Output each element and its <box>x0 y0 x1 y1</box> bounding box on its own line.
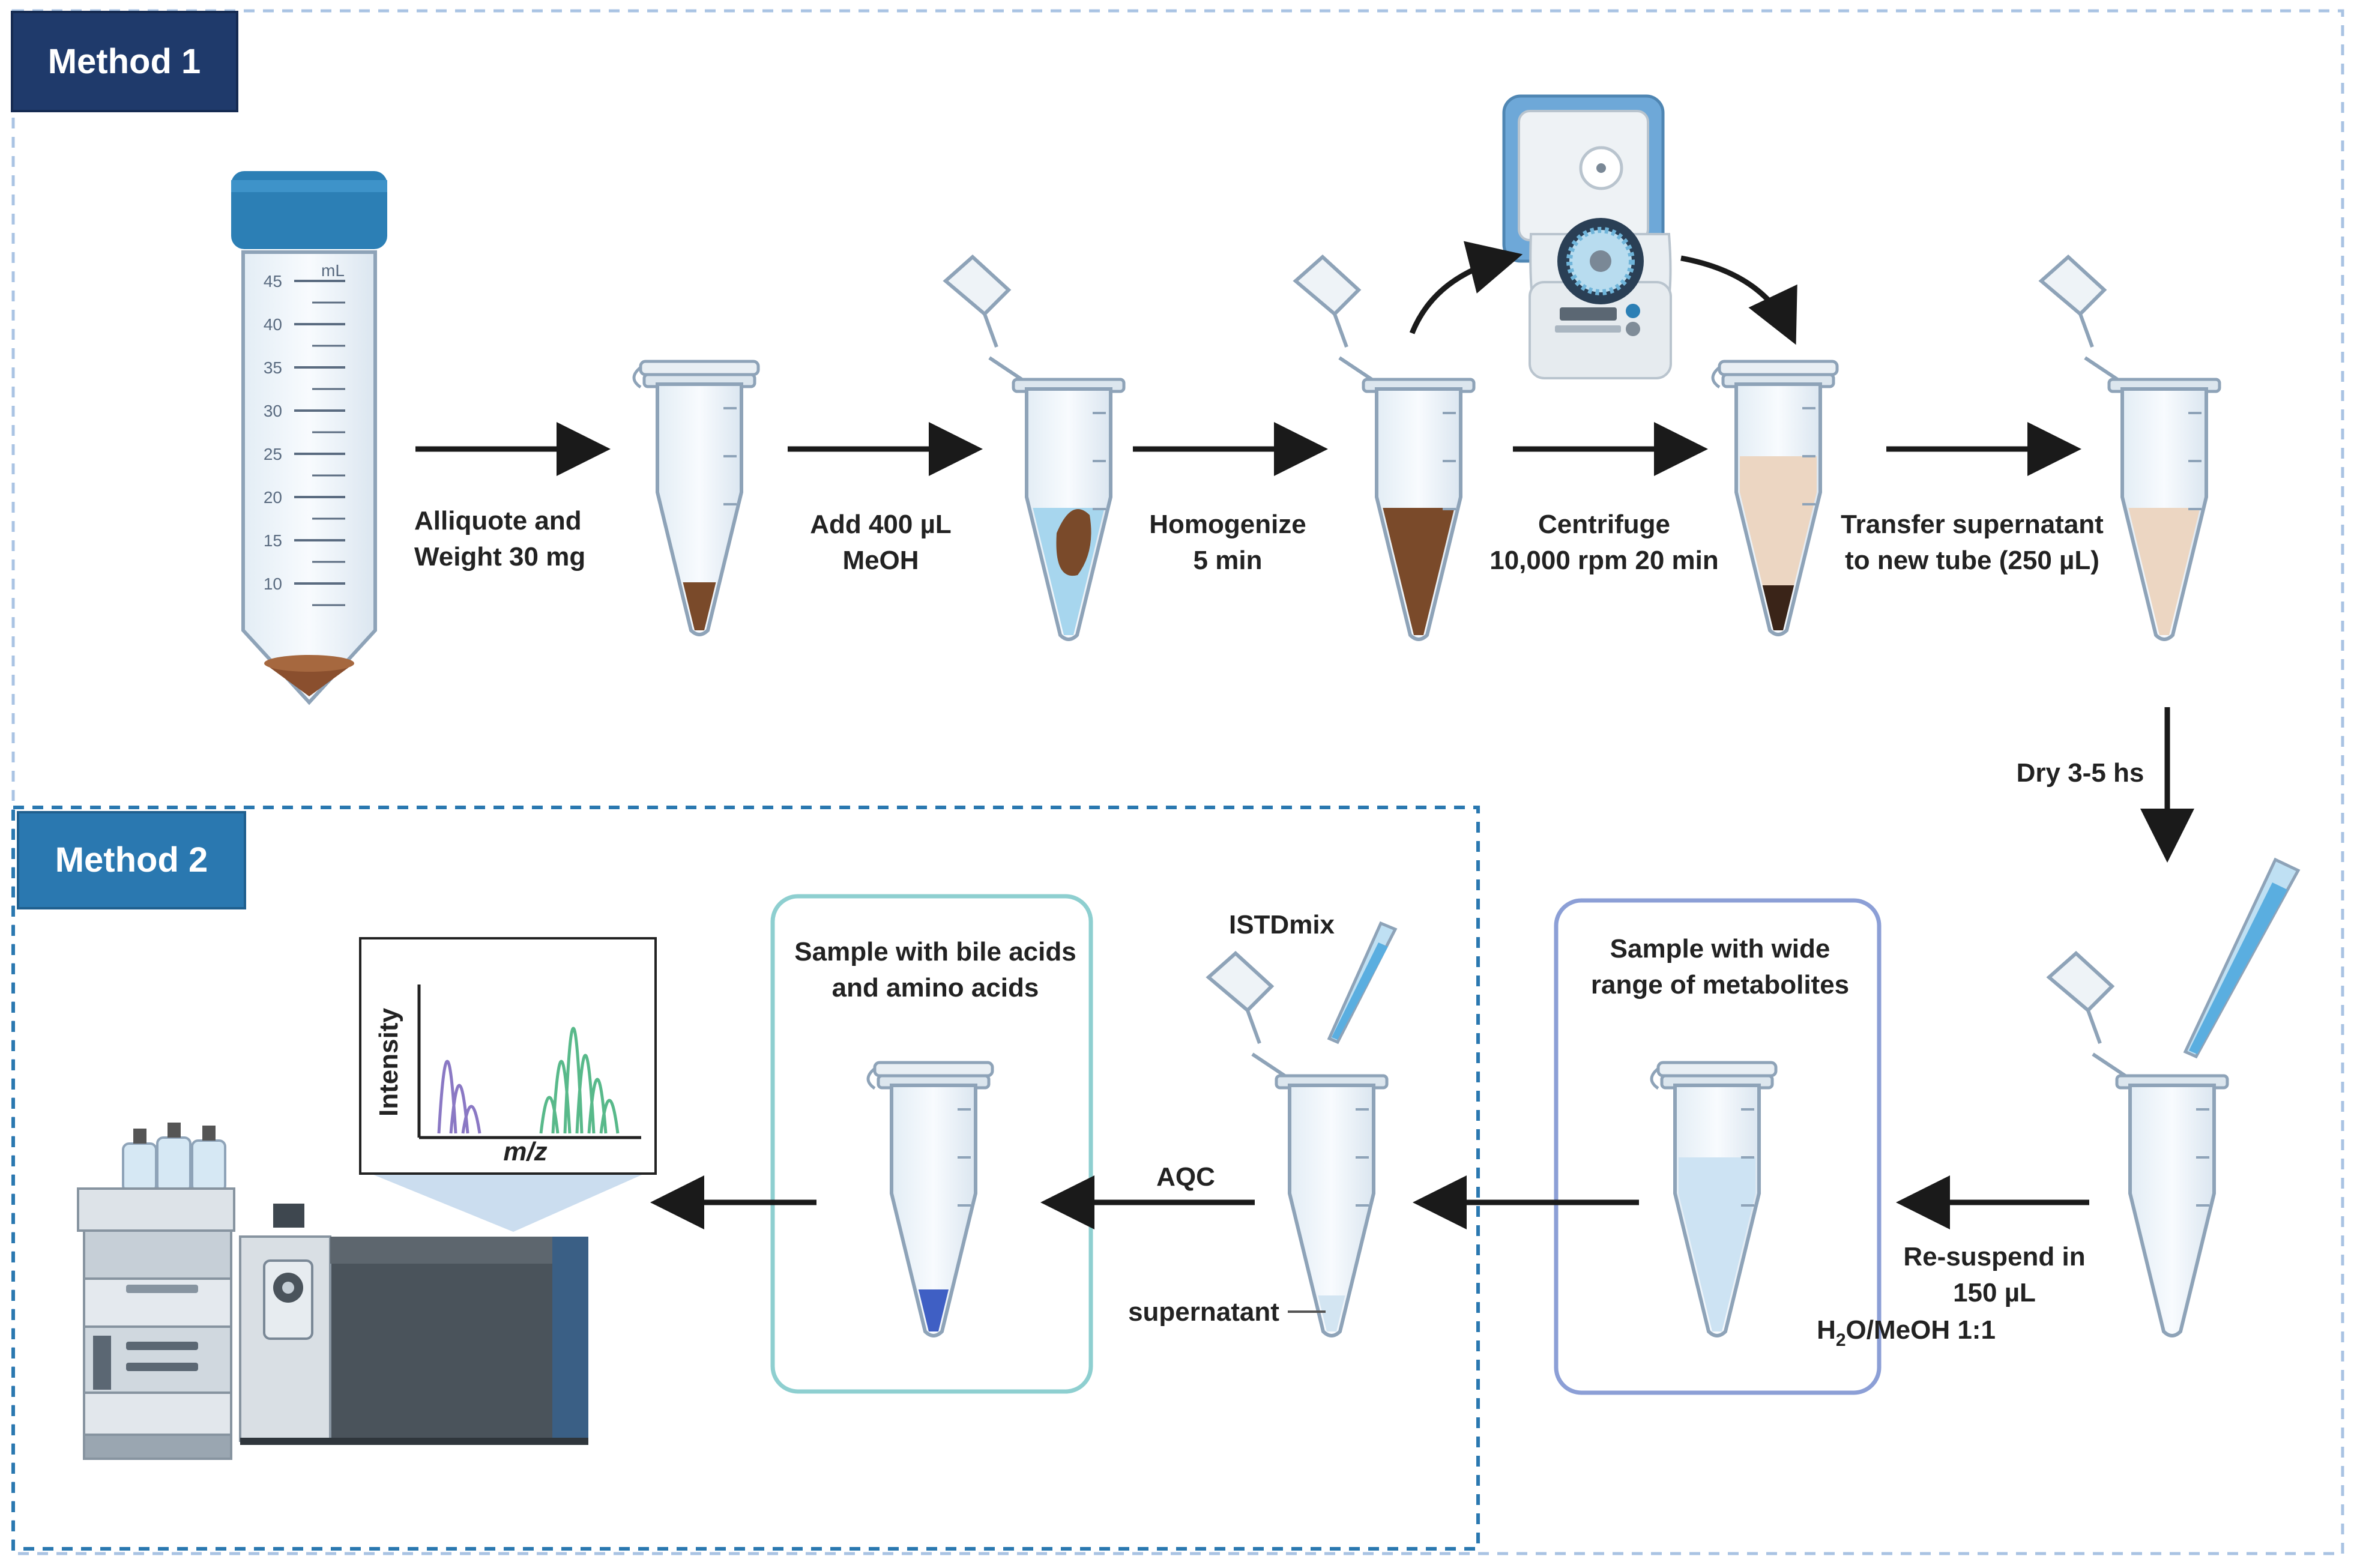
tube-lid <box>1206 950 1275 1013</box>
lcms-instrument <box>77 1123 588 1460</box>
arrow-from-centrifuge <box>1680 255 1797 345</box>
falcon-tick-label: 25 <box>264 445 282 463</box>
tube-lid <box>639 360 760 376</box>
pipette-istd <box>1327 921 1398 1045</box>
arrows-layer <box>415 422 2194 1229</box>
spectrum-ylabel: Intensity <box>374 1008 403 1117</box>
tube-centrifuged <box>1711 360 1839 636</box>
tube-wide-range <box>1650 1061 1778 1337</box>
tube-lid <box>943 254 1012 317</box>
falcon-tick-label: 10 <box>264 574 282 593</box>
tube-transfer <box>2038 254 2221 641</box>
tube-contents <box>918 1289 949 1331</box>
spectrum-peaks-green <box>539 1027 620 1134</box>
tube-lid <box>1656 1061 1778 1078</box>
solvent-bottles <box>122 1123 226 1193</box>
tube-add-meoh <box>943 254 1126 641</box>
spectrum-panel: Intensity m/z <box>359 937 657 1232</box>
method2-border <box>11 806 1480 1551</box>
wide-range-box <box>1554 898 1882 1395</box>
tube-lid <box>1718 360 1839 376</box>
tube-contents <box>1740 456 1817 585</box>
tube-resuspend <box>2046 950 2229 1337</box>
tube-lid <box>2038 254 2107 317</box>
method1-border <box>11 9 2344 1555</box>
falcon-scale: 45 40 35 30 25 20 15 10 <box>264 272 345 606</box>
bile-amino-box <box>770 894 1093 1394</box>
falcon-tick-label: 40 <box>264 315 282 334</box>
tube-istd <box>1206 950 1389 1337</box>
tube-lid <box>873 1061 994 1078</box>
tube-contents <box>1679 1157 1755 1331</box>
falcon-unit: mL <box>321 261 345 280</box>
tube-lid <box>1293 254 1362 317</box>
falcon-tick-label: 35 <box>264 358 282 377</box>
tube-contents <box>683 582 716 630</box>
arrow-to-centrifuge <box>1409 241 1523 334</box>
method1-label: Method 1 <box>48 42 201 81</box>
falcon-tick-label: 30 <box>264 402 282 420</box>
falcon-tick-label: 45 <box>264 272 282 291</box>
falcon-tick-label: 20 <box>264 488 282 507</box>
tube-aliquot <box>632 360 760 636</box>
falcon-tick-label: 15 <box>264 531 282 550</box>
tube-contents <box>1762 585 1794 630</box>
tube-contents <box>1318 1295 1345 1331</box>
label-dry: Dry 3-5 hs <box>2017 758 2144 788</box>
spectrum-xlabel: m/z <box>503 1137 547 1166</box>
method1-badge: Method 1 <box>11 11 238 112</box>
tubes-layer <box>632 254 2229 1337</box>
spectrum-peaks-purple <box>437 1060 481 1134</box>
falcon-tube: mL 45 40 35 30 25 20 15 10 <box>231 171 387 705</box>
pipette-resuspend <box>2183 857 2301 1059</box>
tube-homogenize <box>1293 254 1476 641</box>
tube-bile-amino <box>866 1061 994 1337</box>
mass-spectrometer <box>239 1204 588 1445</box>
method2-badge: Method 2 <box>17 811 246 909</box>
centrifuge-machine <box>1502 94 1672 379</box>
tube-contents <box>1383 508 1455 635</box>
label-aqc: AQC <box>1156 1162 1215 1192</box>
sample-chunk <box>1056 509 1091 576</box>
method2-label: Method 2 <box>55 840 208 879</box>
hplc-stack <box>77 1187 235 1460</box>
tube-lid <box>2046 950 2115 1013</box>
label-supernatant: supernatant <box>1128 1297 1279 1327</box>
label-istd: ISTDmix <box>1229 910 1335 939</box>
tube-contents <box>2128 508 2200 635</box>
